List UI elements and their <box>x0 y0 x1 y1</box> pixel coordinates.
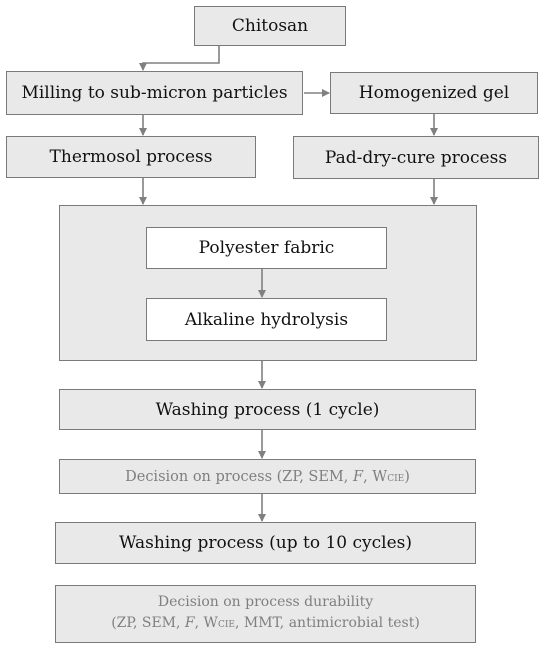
decision-process-label: Decision on process (ZP, SEM, F, WCIE) <box>125 469 410 485</box>
thermosol-label: Thermosol process <box>49 147 213 167</box>
decision-durability-suffix: , MMT, antimicrobial test) <box>234 615 420 631</box>
decision-process-prefix: Decision on process (ZP, SEM, <box>125 468 353 485</box>
decision-durability-sep: , W <box>194 615 218 631</box>
washing-10-cycles-label: Washing process (up to 10 cycles) <box>118 533 413 553</box>
alkaline-hydrolysis-box: Alkaline hydrolysis <box>146 298 387 341</box>
pad-dry-cure-label: Pad-dry-cure process <box>324 147 508 168</box>
thermosol-box: Thermosol process <box>6 136 256 178</box>
milling-box: Milling to sub-micron particles <box>6 71 303 115</box>
polyester-fabric-label: Polyester fabric <box>198 238 335 258</box>
decision-process-sub: CIE <box>387 473 405 484</box>
decision-process-sep: , W <box>363 468 388 485</box>
decision-durability-sub: CIE <box>217 620 235 630</box>
milling-label: Milling to sub-micron particles <box>21 83 288 103</box>
pad-dry-cure-box: Pad-dry-cure process <box>293 136 539 179</box>
chitosan-box: Chitosan <box>194 6 346 46</box>
chitosan-label: Chitosan <box>231 16 309 36</box>
decision-durability-f: F <box>184 615 195 631</box>
decision-process-box: Decision on process (ZP, SEM, F, WCIE) <box>59 459 476 494</box>
decision-durability-prefix: (ZP, SEM, <box>111 615 185 631</box>
alkaline-hydrolysis-label: Alkaline hydrolysis <box>184 309 349 330</box>
decision-process-f: F <box>353 468 364 485</box>
washing-1-cycle-box: Washing process (1 cycle) <box>59 389 476 430</box>
decision-process-suffix: ) <box>404 468 410 485</box>
polyester-fabric-box: Polyester fabric <box>146 227 387 269</box>
washing-10-cycles-box: Washing process (up to 10 cycles) <box>55 522 476 564</box>
arrow-chitosan-to-milling <box>139 46 220 71</box>
decision-durability-box: Decision on process durability (ZP, SEM,… <box>55 585 476 643</box>
decision-durability-line2: (ZP, SEM, F, WCIE, MMT, antimicrobial te… <box>111 613 420 636</box>
decision-durability-line1: Decision on process durability <box>157 594 374 610</box>
homogenized-gel-label: Homogenized gel <box>358 83 510 103</box>
washing-1-cycle-label: Washing process (1 cycle) <box>155 399 380 420</box>
homogenized-gel-box: Homogenized gel <box>330 72 538 114</box>
